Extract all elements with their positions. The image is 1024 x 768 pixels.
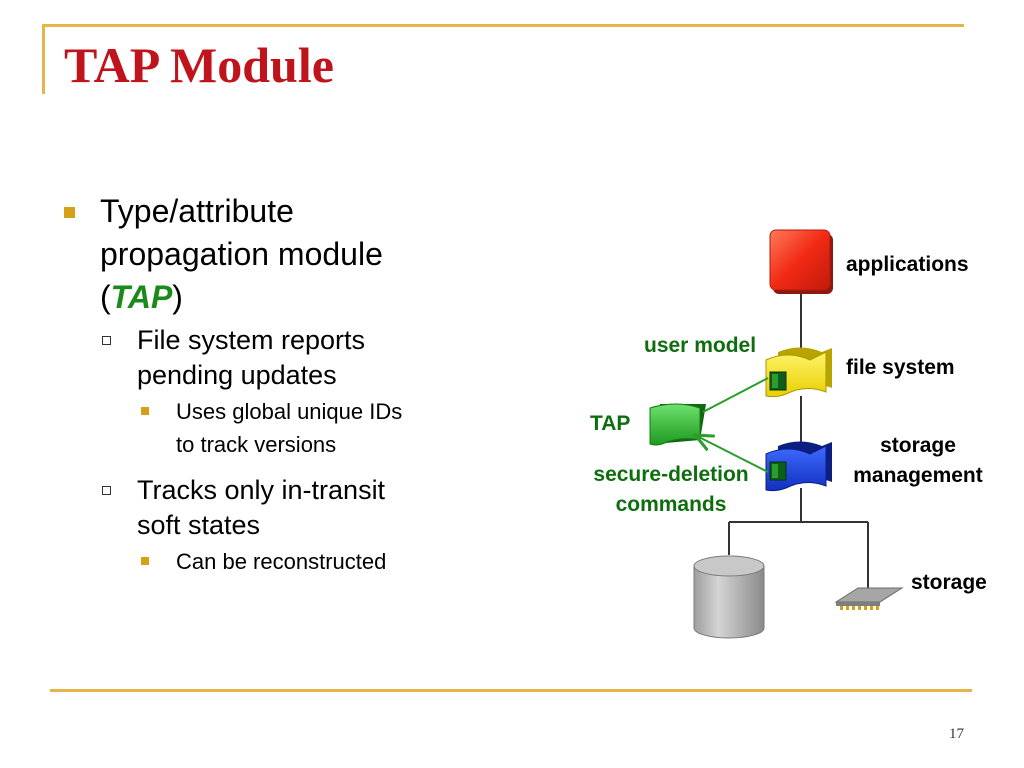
bullet-text-line: Uses global unique IDs — [176, 399, 403, 424]
square-bullet-icon — [141, 407, 149, 415]
bullet-text-line: Tracks only in-transit — [137, 475, 386, 505]
bullet-text-line: to track versions — [176, 432, 337, 457]
disk-cylinder-icon — [693, 555, 765, 639]
yellow-layer-icon — [765, 347, 832, 398]
label-storage-management: storage management — [838, 431, 998, 491]
bullet-text-line: Can be reconstructed — [176, 549, 387, 574]
hollow-square-bullet-icon — [102, 336, 111, 345]
slide-title: TAP Module — [64, 37, 334, 93]
bullet-text-line: pending updates — [137, 360, 337, 390]
label-applications: applications — [846, 253, 969, 276]
label-storage: storage — [911, 571, 987, 594]
label-secure-deletion: secure-deletion commands — [566, 460, 776, 520]
bullet-text-line: File system reports — [137, 325, 366, 355]
label-line: storage — [880, 434, 956, 457]
green-module-icon — [649, 403, 706, 446]
label-line: secure-deletion — [593, 463, 749, 486]
bullet-text-line: Type/attribute — [100, 193, 294, 229]
label-file-system: file system — [846, 356, 955, 379]
frame-top-rule — [42, 24, 964, 27]
label-user-model: user model — [644, 334, 757, 357]
red-box-icon — [769, 229, 833, 294]
paren-close: ) — [172, 279, 183, 315]
bullet-text-line: (TAP) — [100, 276, 482, 319]
bullet-level1: Type/attribute propagation module (TAP) — [62, 190, 482, 319]
bullet-list: Type/attribute propagation module (TAP) … — [62, 190, 482, 578]
bullet-text-line: propagation module — [100, 236, 383, 272]
bullet-level2: Tracks only in-transit soft states — [62, 473, 482, 543]
arrow-user-model — [702, 377, 769, 413]
label-line: management — [853, 464, 983, 487]
frame-left-rule — [42, 24, 45, 94]
bullet-level3: Can be reconstructed — [62, 545, 482, 578]
paren-open: ( — [100, 279, 111, 315]
square-bullet-icon — [141, 557, 149, 565]
hollow-square-bullet-icon — [102, 486, 111, 495]
label-line: commands — [615, 493, 727, 516]
tap-emphasis: TAP — [110, 279, 173, 315]
bullet-level2: File system reports pending updates — [62, 323, 482, 393]
bullet-text-line: soft states — [137, 510, 261, 540]
label-tap: TAP — [590, 412, 631, 435]
page-number: 17 — [949, 726, 964, 742]
frame-bottom-rule — [50, 689, 972, 692]
square-bullet-icon — [64, 207, 75, 218]
memory-chip-icon — [834, 587, 904, 610]
blue-layer-icon — [765, 441, 832, 492]
bullet-level3: Uses global unique IDs to track versions — [62, 395, 482, 461]
arrow-secure-deletion — [697, 436, 769, 473]
